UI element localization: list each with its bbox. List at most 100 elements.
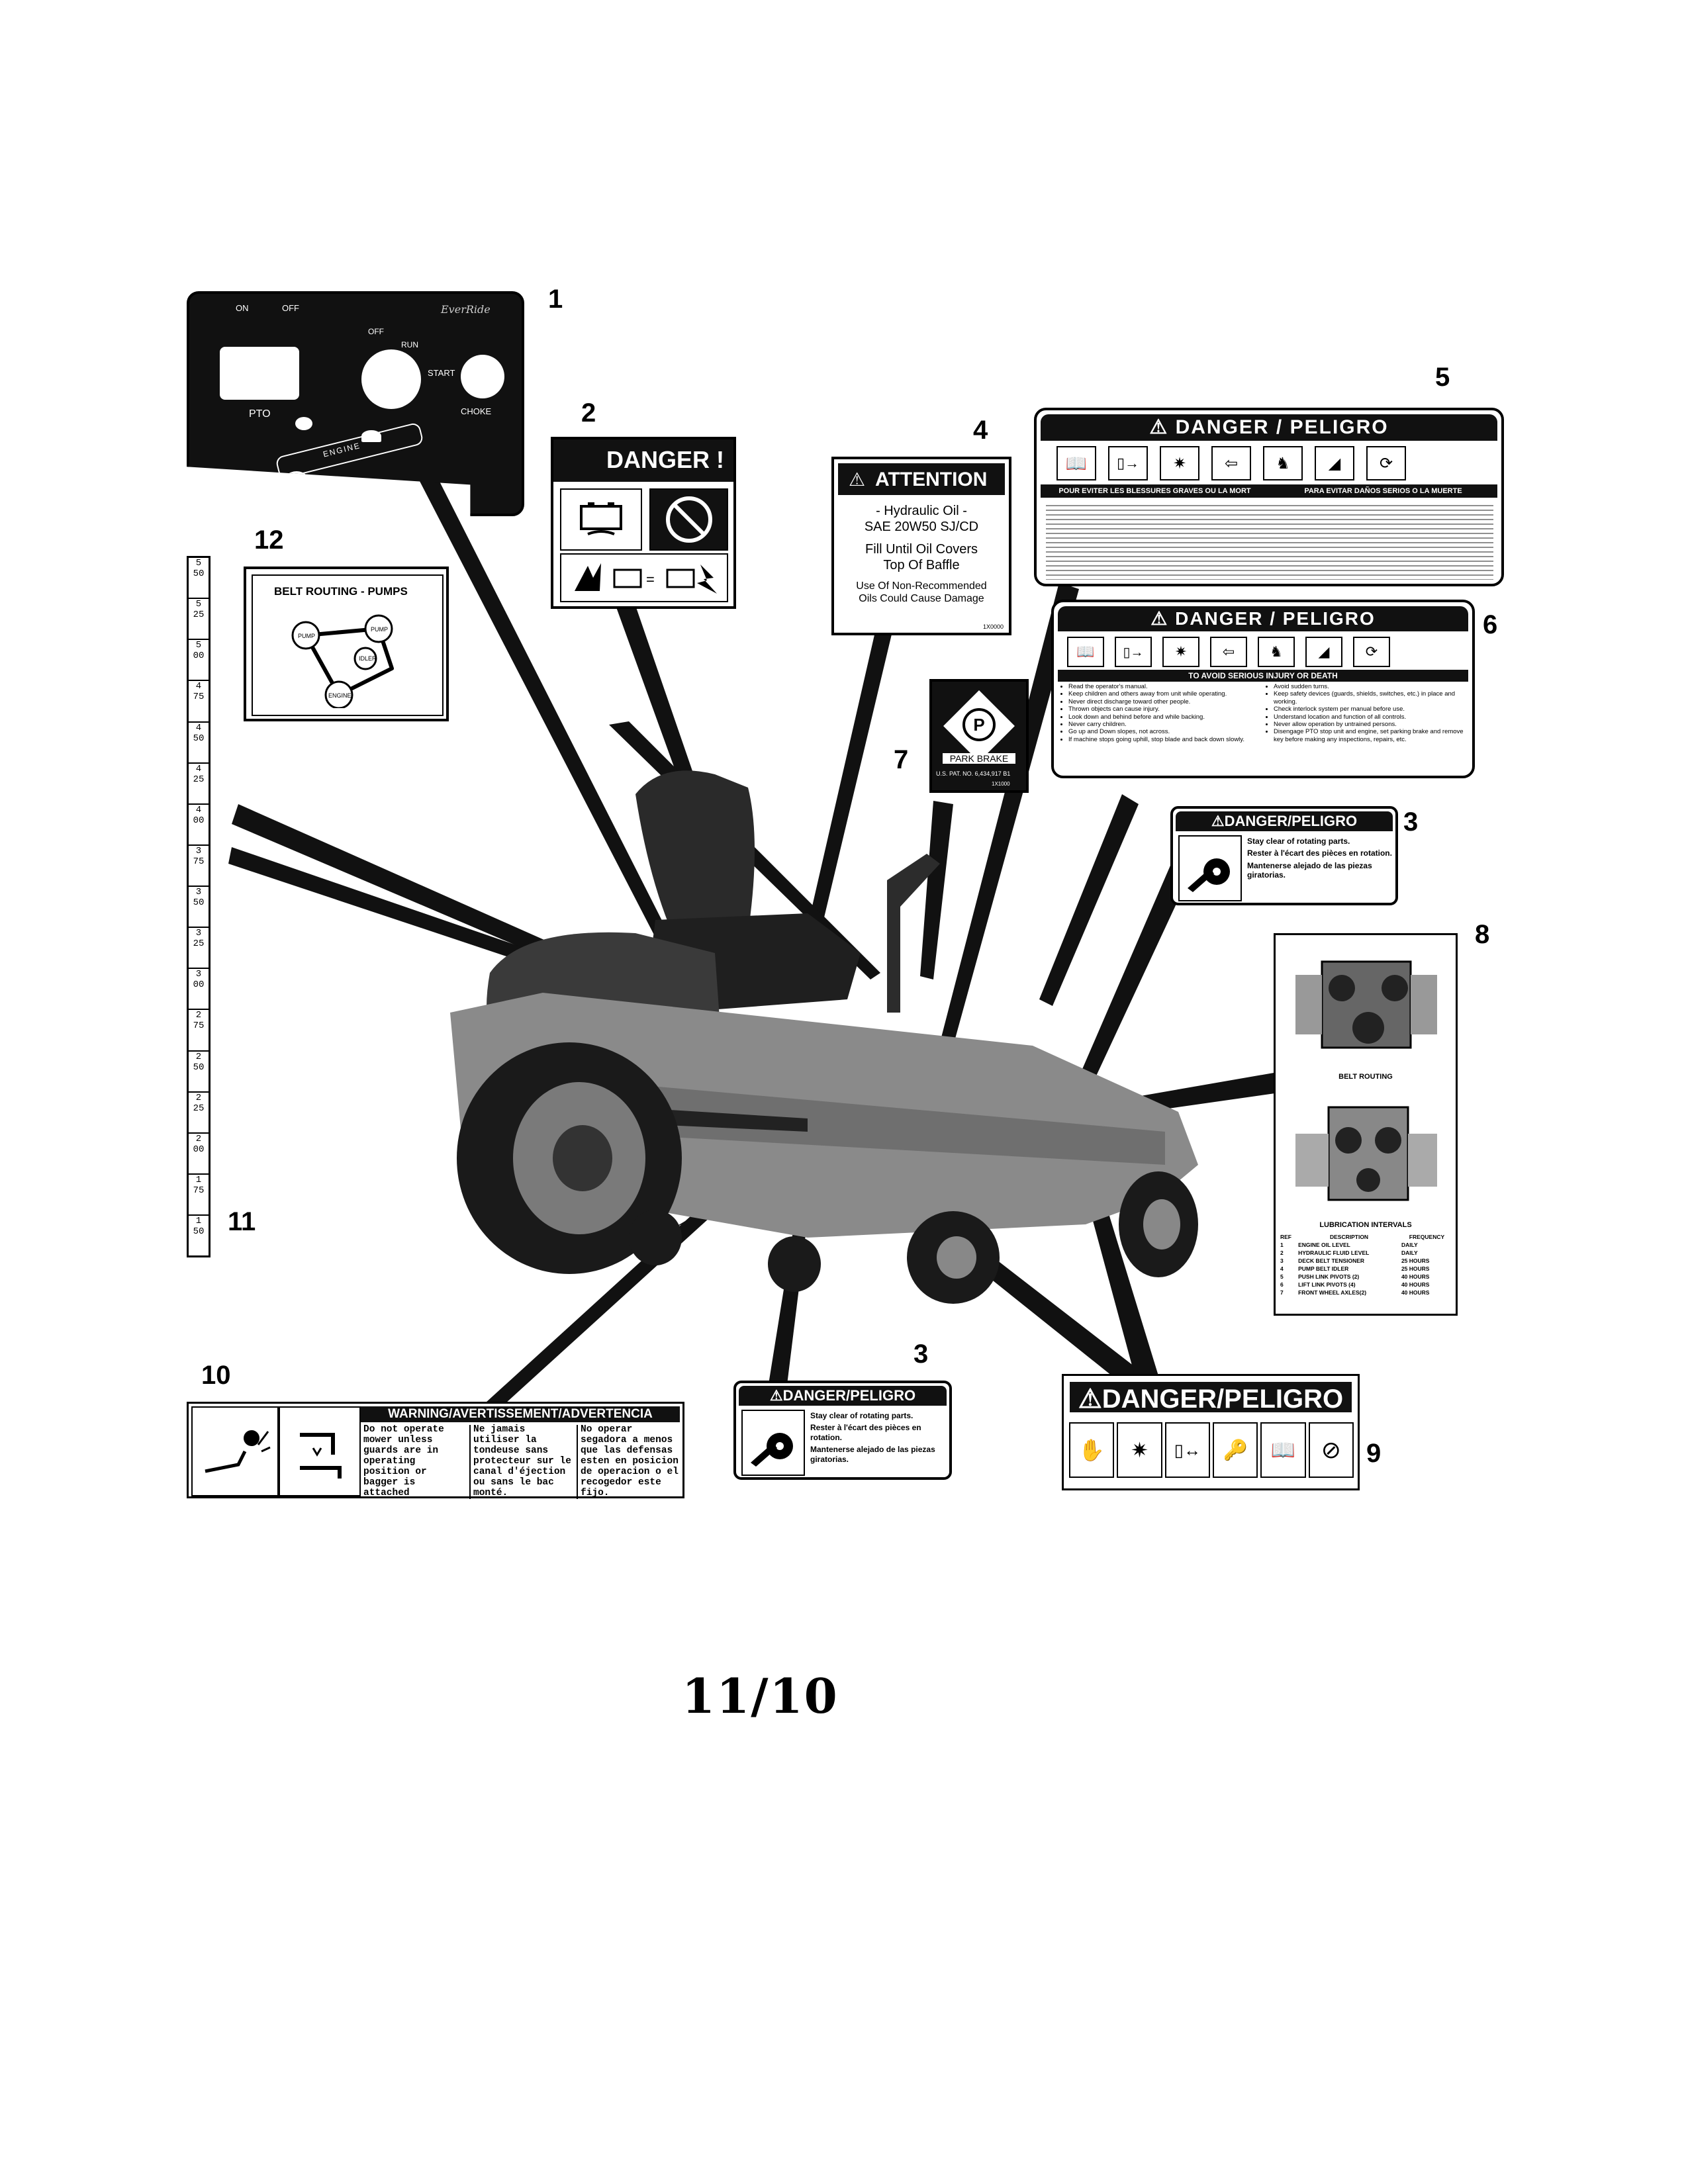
decal3a-fr: Rester à l'écart des pièces en rotation. (1247, 848, 1392, 858)
decal3b-text: Stay clear of rotating parts. Rester à l… (810, 1411, 947, 1464)
panel-pto-label: PTO (249, 408, 271, 420)
decal6-left-item: Keep children and others away from unit … (1068, 690, 1267, 698)
decal-belt-routing-pumps: BELT ROUTING - PUMPS PUMP PUMP IDLER ENG… (244, 567, 449, 721)
scale-tick: 1 75 (189, 1175, 209, 1216)
decal6-title: DANGER / PELIGRO (1175, 608, 1376, 629)
park-brake-patent: U.S. PAT. NO. 6,434,917 B1 (936, 770, 1011, 777)
blade-hand-icon: ✋ (1069, 1422, 1115, 1478)
scale-tick: 2 00 (189, 1134, 209, 1175)
decal3a-header: ⚠DANGER/PELIGRO (1176, 811, 1393, 831)
scale-tick: 5 00 (189, 640, 209, 682)
decal6-left-item: Thrown objects can cause injury. (1068, 705, 1267, 713)
callout-11: 11 (228, 1207, 256, 1236)
decal5-sub-es: PARA EVITAR DAÑOS SERIOS O LA MUERTE (1304, 487, 1462, 495)
manual-icon: 📖 (1260, 1422, 1306, 1478)
tip-over-icon: ⟳ (1353, 637, 1390, 667)
pump-label-right: PUMP (371, 626, 389, 633)
decal-park-brake: P PARK BRAKE U.S. PAT. NO. 6,434,917 B1 … (929, 679, 1029, 793)
decal9-icon-strip: ✋ ✷ ▯↔ 🔑 📖 ⊘ (1069, 1422, 1354, 1482)
decal3b-title: DANGER/PELIGRO (782, 1387, 916, 1404)
decal5-header: ⚠ DANGER / PELIGRO (1041, 414, 1497, 441)
panel-on-label: ON (236, 303, 249, 313)
no-riders-icon: ⊘ (1308, 1422, 1354, 1478)
keep-away-icon: ▯→ (1108, 446, 1148, 480)
park-brake-icon: P (962, 708, 996, 741)
decal6-left-item: Never carry children. (1068, 721, 1267, 728)
decal10-en: Do not operate mower unless guards are i… (363, 1424, 444, 1498)
decal6-right-item: Understand location and function of all … (1274, 713, 1472, 721)
scale-tick: 2 75 (189, 1010, 209, 1052)
decal8-lub-label: LUBRICATION INTERVALS (1319, 1221, 1412, 1229)
decal-danger-pictograms: ⚠DANGER/PELIGRO ✋ ✷ ▯↔ 🔑 📖 ⊘ (1062, 1374, 1360, 1490)
callout-6: 6 (1483, 610, 1498, 639)
callout-9: 9 (1366, 1439, 1382, 1468)
panel-engine-label: ENGINE (322, 440, 362, 459)
belt-routing-diagram-top (1295, 948, 1437, 1068)
height-scale-ticks: 5 50 5 25 5 00 4 75 4 50 4 25 4 00 3 75 … (189, 558, 209, 1255)
warning-triangle-icon: ⚠ (1149, 416, 1176, 438)
turtle-icon (361, 430, 381, 442)
scale-tick: 3 50 (189, 887, 209, 929)
keep-away-icon: ▯↔ (1164, 1422, 1210, 1478)
decal10-header: WARNING/AVERTISSEMENT/ADVERTENCIA (361, 1406, 680, 1422)
manual-icon: 📖 (1067, 637, 1104, 667)
decal6-left-item: Read the operator's manual. (1068, 683, 1267, 690)
warning-triangle-icon: ⚠ (769, 1387, 783, 1404)
decal5-sub-bar: POUR EVITER LES BLESSURES GRAVES OU LA M… (1041, 484, 1497, 498)
lube-col-ref: REF (1280, 1234, 1291, 1240)
decal6-right-item: Keep safety devices (guards, shields, sw… (1274, 690, 1472, 705)
decal4-body: - Hydraulic Oil - SAE 20W50 SJ/CD Fill U… (834, 503, 1009, 605)
slope-icon: ◢ (1305, 637, 1342, 667)
park-brake-code: 1X1000 (992, 781, 1010, 787)
manual-icon: 📖 (1056, 446, 1096, 480)
brand-logo: EverRide (441, 303, 491, 316)
callout-2: 2 (581, 398, 596, 428)
decal6-icon-strip: 📖 ▯→ ✷ ⇦ ♞ ◢ ⟳ (1067, 637, 1464, 667)
callout-5: 5 (1435, 363, 1450, 392)
pto-switch-window (220, 347, 299, 400)
decal8-belt-label: BELT ROUTING (1338, 1073, 1393, 1081)
panel-choke-label: CHOKE (461, 406, 492, 416)
tip-over-icon: ⟳ (1366, 446, 1406, 480)
panel-off-label: OFF (282, 303, 299, 313)
decal6-header: ⚠ DANGER / PELIGRO (1058, 606, 1468, 631)
thrown-object-icon: ✷ (1162, 637, 1199, 667)
decal5-fine-print (1046, 502, 1493, 580)
decal4-code: 1X0000 (982, 623, 1004, 630)
scale-tick: 2 50 (189, 1052, 209, 1093)
decal-belt-lube: BELT ROUTING LUBRICATION INTERVALS REF D… (1274, 933, 1458, 1316)
callout-3a: 3 (1403, 807, 1419, 837)
thrown-object-icon: ✷ (1160, 446, 1199, 480)
decal2-header: DANGER ! (553, 439, 733, 482)
decal6-right-item: Disengage PTO stop unit and engine, set … (1274, 728, 1472, 743)
decal4-title: ATTENTION (875, 469, 988, 490)
ignition-hole (361, 349, 421, 409)
scale-tick: 5 25 (189, 599, 209, 641)
callout-4: 4 (973, 416, 988, 445)
decal5-icon-strip: 📖 ▯→ ✷ ⇦ ♞ ◢ ⟳ (1056, 446, 1487, 480)
decal9-title: DANGER/PELIGRO (1102, 1385, 1344, 1414)
decal3b-fr: Rester à l'écart des pièces en rotation. (810, 1423, 921, 1442)
scale-tick: 4 00 (189, 805, 209, 846)
panel-run-label: RUN (401, 340, 418, 349)
decal3a-text: Stay clear of rotating parts. Rester à l… (1247, 837, 1393, 880)
callout-8: 8 (1475, 920, 1490, 949)
lube-col-freq: FREQUENCY (1409, 1234, 1445, 1240)
idler-label: IDLER (359, 655, 377, 662)
decal6-sub-bar: TO AVOID SERIOUS INJURY OR DEATH (1058, 670, 1468, 682)
mower-illustration (450, 770, 1198, 1304)
decal4-line6: Oils Could Cause Damage (859, 593, 984, 605)
rotating-parts-icon (1178, 835, 1242, 901)
decal10-es: No operar segadora a menos que las defen… (577, 1424, 682, 1499)
thrown-object-icon (191, 1406, 279, 1496)
pump-belt-diagram (291, 614, 394, 708)
decal-height-scale: 5 50 5 25 5 00 4 75 4 50 4 25 4 00 3 75 … (187, 556, 211, 1257)
decal3b-header: ⚠DANGER/PELIGRO (739, 1386, 947, 1406)
scale-tick: 4 25 (189, 764, 209, 805)
